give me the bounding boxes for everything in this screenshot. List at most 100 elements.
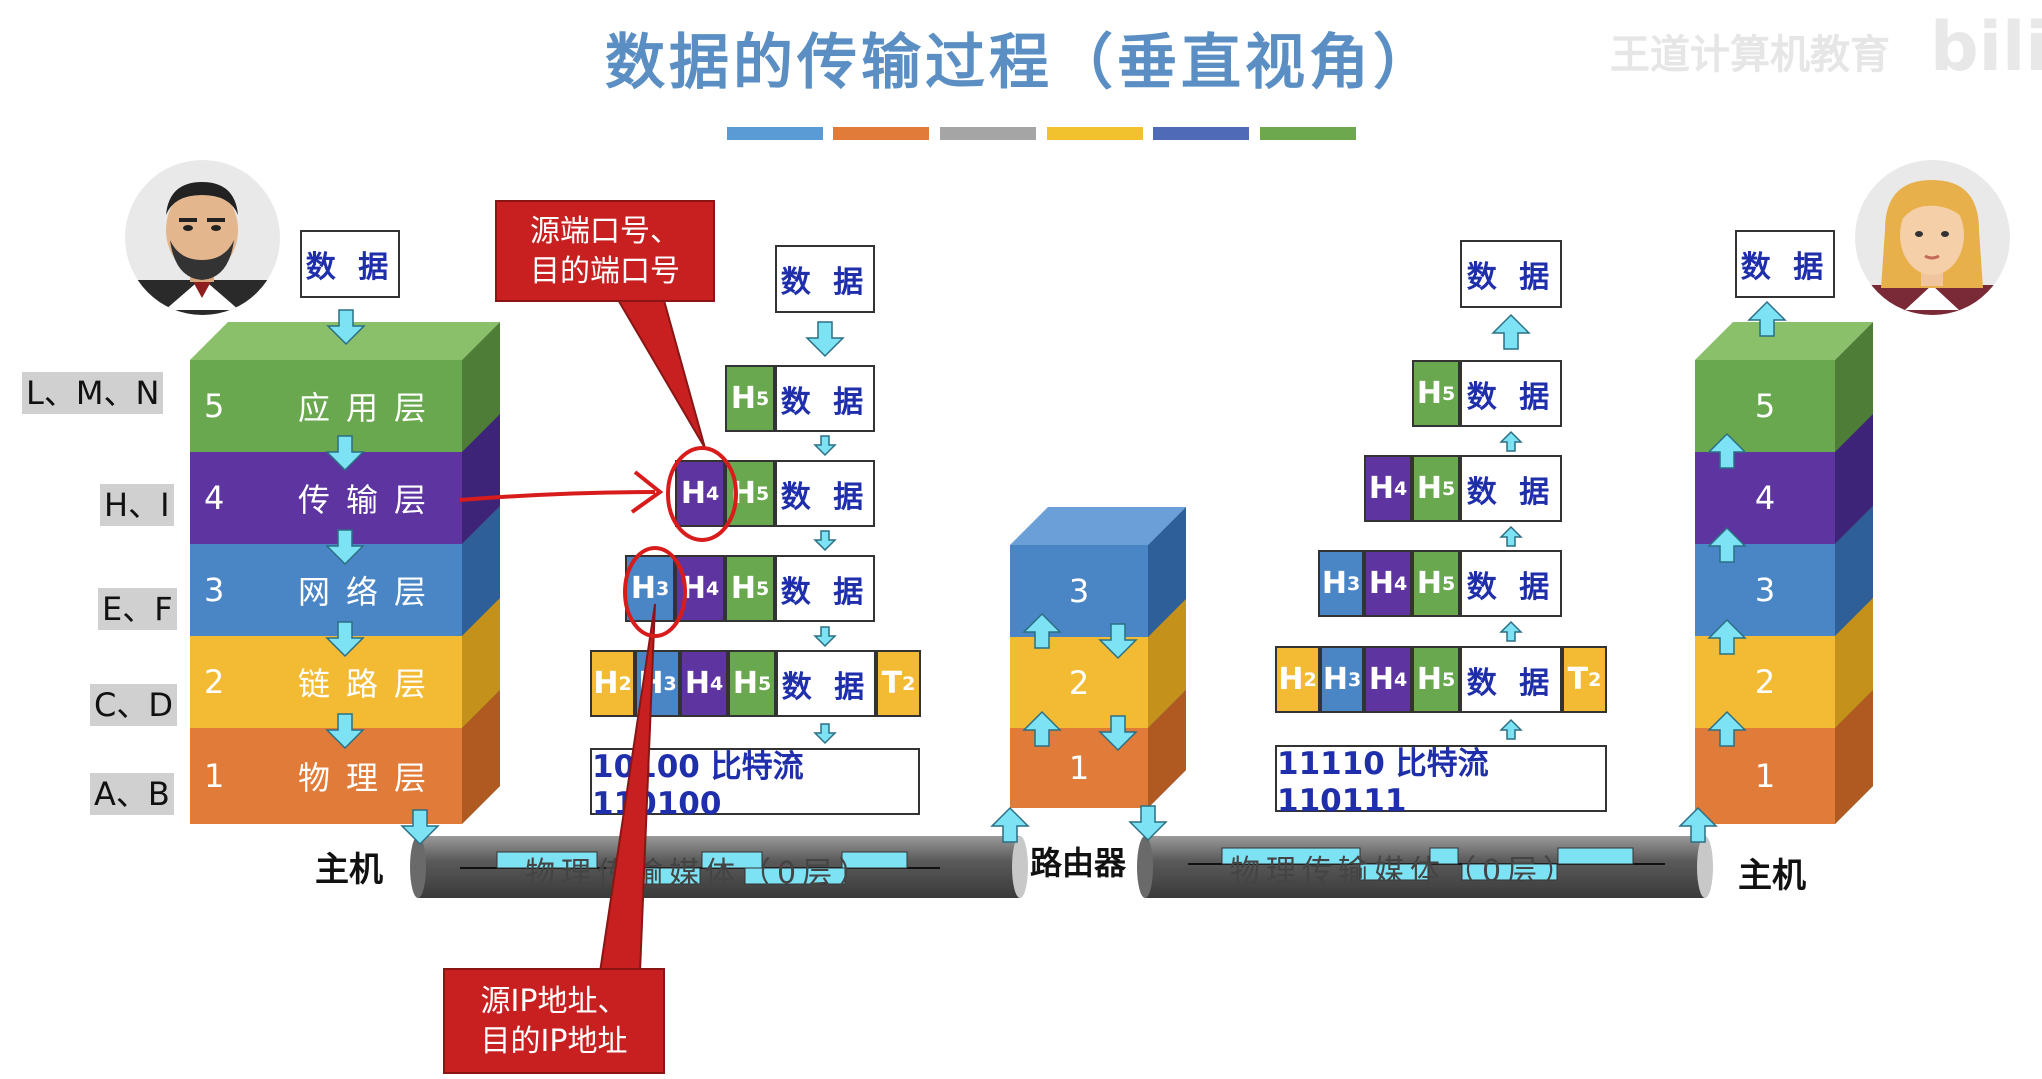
- t2-subscript: 2: [1588, 668, 1602, 691]
- callout-ip: 源IP地址、 目的IP地址: [443, 968, 665, 1074]
- side-label-network: E、F: [98, 588, 177, 630]
- side-label-application: L、M、N: [22, 372, 164, 414]
- h2-letter: H: [593, 666, 619, 701]
- avatar-receiver: [1855, 160, 2010, 315]
- h4-letter: H: [680, 476, 706, 511]
- h3-subscript: 3: [655, 577, 670, 600]
- encap-data-top: 数 据: [775, 245, 875, 313]
- left-layer-application: 5 应用层: [190, 360, 462, 452]
- layer-name: 传输层: [298, 481, 443, 519]
- side-label-transport: H、I: [100, 484, 174, 526]
- decap-data: 数 据: [1460, 646, 1562, 713]
- h5-subscript: 5: [1441, 477, 1456, 500]
- h5-letter: H: [1416, 662, 1442, 697]
- layer-number: 3: [1754, 571, 1776, 609]
- h4-subscript: 4: [1393, 572, 1408, 595]
- right-layer-link: 2: [1695, 636, 1835, 728]
- h5-letter: H: [1416, 471, 1442, 506]
- layer-number: 2: [1068, 663, 1090, 702]
- color-bar-segment: [1047, 127, 1143, 140]
- h3-letter: H: [1321, 566, 1347, 601]
- h5-subscript: 5: [1441, 382, 1456, 405]
- h5-subscript: 5: [755, 482, 770, 505]
- layer-name: 链路层: [298, 665, 443, 703]
- callout-pointer-port: [608, 285, 706, 449]
- side-label-physical: A、B: [90, 773, 174, 815]
- h4-letter: H: [1368, 662, 1394, 697]
- h5-subscript: 5: [1441, 572, 1456, 595]
- layer-number: 5: [204, 387, 225, 425]
- left-host-data-box: 数 据: [300, 230, 400, 298]
- h4-subscript: 4: [1393, 477, 1408, 500]
- h4-letter: H: [1368, 566, 1394, 601]
- arrowhead-icon: [630, 470, 664, 514]
- layer-number: 4: [1754, 479, 1776, 517]
- medium-cylinder-left: [410, 836, 1028, 898]
- layer-number: 1: [1068, 749, 1090, 787]
- t2-subscript: 2: [902, 672, 916, 695]
- right-host-data-box: 数 据: [1735, 230, 1835, 298]
- h4-subscript: 4: [709, 672, 724, 695]
- medium-label-right: 物理传输媒体（0层）: [1230, 854, 1580, 889]
- side-label-link: C、D: [90, 684, 177, 726]
- left-layer-link: 2 链路层: [190, 636, 462, 728]
- layer-number: 2: [1754, 663, 1776, 701]
- encap-data: 数 据: [776, 650, 876, 717]
- right-layer-application: 5: [1695, 360, 1835, 452]
- layer-name: 网络层: [298, 573, 443, 611]
- h4-letter: H: [1368, 471, 1394, 506]
- h3-subscript: 3: [1346, 572, 1361, 595]
- right-layer-transport: 4: [1695, 452, 1835, 544]
- right-layer-physical: 1: [1695, 728, 1835, 824]
- layer-number: 3: [204, 571, 225, 609]
- h4-subscript: 4: [705, 577, 720, 600]
- color-bar-segment: [1153, 127, 1249, 140]
- decap-data: 数 据: [1460, 360, 1562, 427]
- slide-title: 数据的传输过程（垂直视角）: [605, 28, 1437, 98]
- h2-subscript: 2: [1303, 668, 1317, 691]
- right-host-label: 主机: [1738, 856, 1806, 896]
- h4-letter: H: [684, 666, 710, 701]
- layer-number: 3: [1068, 572, 1090, 610]
- h5-letter: H: [1416, 566, 1442, 601]
- color-bar-segment: [833, 127, 929, 140]
- callout-pointer-ip: [598, 603, 656, 973]
- left-host-label: 主机: [315, 850, 383, 890]
- highlight-circle-h4: [666, 446, 738, 542]
- color-bar-segment: [940, 127, 1036, 140]
- h5-subscript: 5: [757, 672, 772, 695]
- h5-letter: H: [732, 666, 758, 701]
- h2-subscript: 2: [618, 672, 632, 695]
- encap-data: 数 据: [775, 365, 875, 432]
- layer-number: 1: [1754, 757, 1776, 795]
- decap-data: 数 据: [1460, 455, 1562, 522]
- left-layer-transport: 4 传输层: [190, 452, 462, 544]
- h3-letter: H: [630, 571, 656, 606]
- layer-number: 1: [204, 757, 225, 795]
- decap-bitstream: 11110 比特流 110111: [1275, 745, 1607, 819]
- decap-data-top: 数 据: [1460, 240, 1562, 308]
- annotation-arrow: [459, 490, 656, 502]
- color-bar-segment: [727, 127, 823, 140]
